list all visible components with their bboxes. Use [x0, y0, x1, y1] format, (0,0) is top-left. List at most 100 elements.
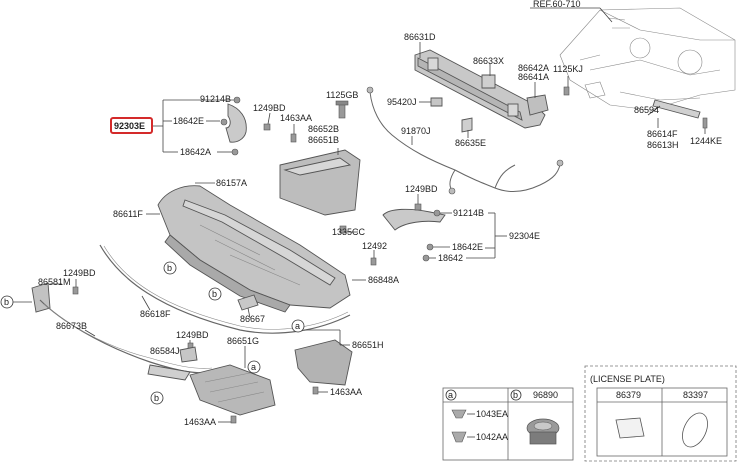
clip-icon — [339, 225, 347, 234]
label-1463AA-mid: 1463AA — [330, 387, 362, 397]
clip-icon — [220, 118, 228, 126]
label-91214B-right: 91214B — [453, 208, 484, 218]
label-86642A: 86642A — [518, 63, 549, 73]
clip-icon — [426, 243, 434, 251]
callout-b-4[interactable]: b — [150, 391, 164, 405]
screw-icon — [370, 257, 377, 266]
label-86673B: 86673B — [56, 321, 87, 331]
label-1249BD-right: 1249BD — [405, 184, 438, 194]
license-part-2: 83397 — [683, 390, 708, 400]
svg-text:b: b — [212, 289, 217, 299]
license-plate-title: (LICENSE PLATE) — [590, 374, 665, 384]
bracket-86667 — [237, 294, 259, 311]
label-86613H: 86613H — [647, 140, 679, 150]
legend-box: a b 96890 1043EA 1042AA — [442, 387, 574, 461]
wiring-harness-91870j — [366, 86, 564, 195]
bumper-side-cover — [279, 149, 361, 216]
label-1249BD-bottom: 1249BD — [176, 330, 209, 340]
side-cover-86651h — [294, 339, 353, 386]
label-86614F: 86614F — [647, 129, 678, 139]
label-86641A: 86641A — [518, 72, 549, 82]
clip-icon — [451, 409, 467, 419]
label-18642A: 18642A — [180, 147, 211, 157]
label-92303E: 92303E — [114, 121, 145, 131]
label-1463AA-top: 1463AA — [280, 113, 312, 123]
label-18642: 18642 — [438, 253, 463, 263]
screw-icon — [72, 286, 79, 295]
bolt-1125kj — [563, 86, 570, 96]
label-86618F: 86618F — [140, 309, 171, 319]
bolt-1125gb — [335, 100, 349, 119]
callout-b-2[interactable]: b — [208, 287, 222, 301]
label-86594: 86594 — [634, 105, 659, 115]
highlight-box — [110, 117, 153, 134]
lower-molding-strip — [99, 244, 351, 334]
label-18642E-right: 18642E — [452, 242, 483, 252]
screw-icon — [414, 203, 422, 211]
label-86652B: 86652B — [308, 124, 339, 134]
ref-label: REF.60-710 — [533, 0, 581, 9]
label-91214B-top: 91214B — [200, 94, 231, 104]
bracket-86633x — [481, 74, 496, 89]
under-tray-86651g — [189, 364, 276, 416]
callout-b-3[interactable]: b — [0, 295, 14, 309]
svg-text:a: a — [251, 362, 256, 372]
svg-text:a: a — [295, 321, 300, 331]
label-86651G: 86651G — [227, 336, 259, 346]
license-part-1: 86379 — [616, 390, 641, 400]
screw-icon — [230, 415, 237, 424]
svg-text:b: b — [167, 263, 172, 273]
label-86631D: 86631D — [404, 32, 436, 42]
legend-b-label: b — [513, 390, 518, 400]
seal-icon — [682, 412, 708, 448]
label-1463AA-bottom: 1463AA — [184, 417, 216, 427]
label-1125KJ: 1125KJ — [553, 64, 583, 74]
side-reflector-86581m — [31, 282, 51, 313]
legend-a-item-1: 1043EA — [476, 409, 508, 419]
callout-a-2[interactable]: a — [247, 360, 261, 374]
sensor-95420j — [430, 97, 443, 107]
label-1335CC: 1335CC — [332, 227, 366, 237]
parking-sensor-icon — [526, 418, 560, 445]
legend-a-item-2: 1042AA — [476, 432, 508, 442]
side-bracket-left — [225, 103, 247, 143]
clip-icon — [422, 254, 430, 262]
label-91870J: 91870J — [401, 126, 431, 136]
bracket-86594 — [652, 99, 701, 119]
label-86584J: 86584J — [150, 346, 180, 356]
label-1125GB: 1125GB — [326, 90, 358, 100]
label-86611F: 86611F — [113, 209, 143, 219]
body-reference-drawing — [559, 7, 736, 111]
legend-b-part: 96890 — [533, 390, 558, 400]
label-86667: 86667 — [240, 314, 265, 324]
screw-icon — [312, 386, 319, 395]
bracket-86584j — [179, 346, 198, 363]
license-plate-box: (LICENSE PLATE) 86379 83397 — [584, 365, 737, 462]
clip-icon — [433, 209, 441, 217]
label-86633X: 86633X — [473, 56, 504, 66]
callout-a-1[interactable]: a — [291, 319, 305, 333]
legend-a-label: a — [448, 390, 453, 400]
rear-bumper-cover — [157, 185, 351, 313]
screw-icon — [263, 123, 271, 131]
bracket-86642a — [526, 94, 549, 116]
callout-b-1[interactable]: b — [163, 261, 177, 275]
label-1249BD-top: 1249BD — [253, 103, 286, 113]
label-86651H: 86651H — [352, 340, 384, 350]
label-95420J: 95420J — [387, 97, 417, 107]
label-86635E: 86635E — [455, 138, 486, 148]
clip-icon — [233, 96, 241, 104]
lower-skirt-86673b — [39, 299, 216, 381]
label-86581M: 86581M — [38, 277, 71, 287]
label-18642E-top: 18642E — [173, 116, 204, 126]
label-86651B: 86651B — [308, 135, 339, 145]
pad-icon — [615, 417, 645, 439]
screw-icon — [290, 133, 297, 143]
clip-icon — [231, 148, 239, 156]
bracket-86635e — [461, 117, 473, 133]
label-86157A: 86157A — [216, 178, 247, 188]
svg-text:b: b — [154, 393, 159, 403]
bumper-beam — [414, 49, 546, 129]
